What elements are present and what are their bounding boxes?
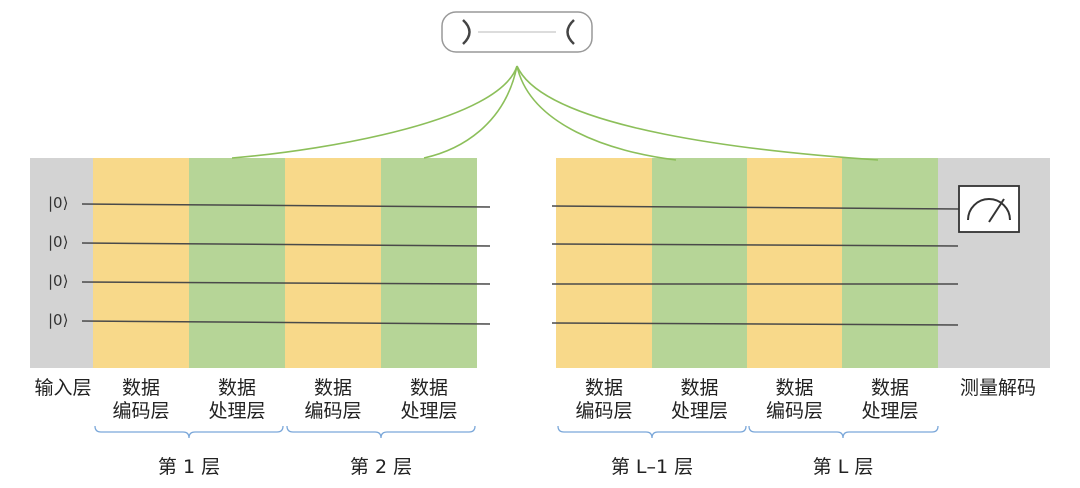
processing-layer-label: 数据 处理层	[861, 377, 919, 422]
bracket-layer-1	[94, 425, 284, 439]
parameter-capsule-icon	[441, 11, 593, 53]
qubit-wires-left	[81, 203, 491, 325]
input-layer-band	[30, 158, 93, 368]
qubit-wire	[81, 242, 491, 247]
qubit-wire	[551, 322, 959, 326]
layerL1-processing-band	[652, 158, 747, 368]
qubit-wires-right	[551, 205, 961, 326]
qubit-wire	[81, 281, 491, 285]
layerL-encoding-band	[747, 158, 842, 368]
layer-brackets	[94, 425, 939, 439]
layerL1-encoding-band	[556, 158, 652, 368]
encoding-layer-label: 数据 编码层	[575, 377, 633, 422]
connector-line	[423, 65, 518, 159]
qubit-state-label: |0⟩	[48, 272, 69, 290]
qubit-state-label: |0⟩	[48, 233, 69, 251]
encoding-layer-label: 数据 编码层	[765, 377, 823, 422]
qubit-state-label: |0⟩	[48, 311, 69, 329]
layer1-processing-band	[189, 158, 285, 368]
layer2-processing-band	[381, 158, 477, 368]
layer1-encoding-band	[93, 158, 189, 368]
group-label-layer-2: 第 2 层	[349, 456, 413, 478]
connector-line	[516, 65, 879, 161]
connector-line	[231, 65, 518, 159]
qubit-wire	[551, 243, 959, 247]
group-label-layer-L: 第 L 层	[812, 456, 874, 478]
encoding-layer-label: 数据 编码层	[304, 377, 362, 422]
bracket-layer-2	[286, 425, 476, 439]
parameter-connectors	[231, 65, 879, 161]
qubit-wire	[81, 203, 491, 208]
encoding-layer-label: 数据 编码层	[112, 377, 170, 422]
qubit-state-label: |0⟩	[48, 194, 69, 212]
processing-layer-label: 数据 处理层	[670, 377, 728, 422]
layer2-encoding-band	[285, 158, 381, 368]
input-layer-label: 输入层	[34, 377, 92, 399]
group-label-layer-L-1: 第 L–1 层	[610, 456, 694, 478]
qubit-wire	[81, 320, 491, 325]
measurement-meter-icon	[958, 185, 1020, 233]
bracket-layer-L	[748, 425, 939, 439]
layerL-processing-band	[842, 158, 938, 368]
connector-line	[516, 65, 677, 161]
bracket-layer-L-1	[557, 425, 747, 439]
processing-layer-label: 数据 处理层	[208, 377, 266, 422]
qubit-wire	[551, 205, 961, 210]
group-label-layer-1: 第 1 层	[157, 456, 221, 478]
processing-layer-label: 数据 处理层	[400, 377, 458, 422]
measurement-decode-label: 测量解码	[959, 377, 1036, 399]
